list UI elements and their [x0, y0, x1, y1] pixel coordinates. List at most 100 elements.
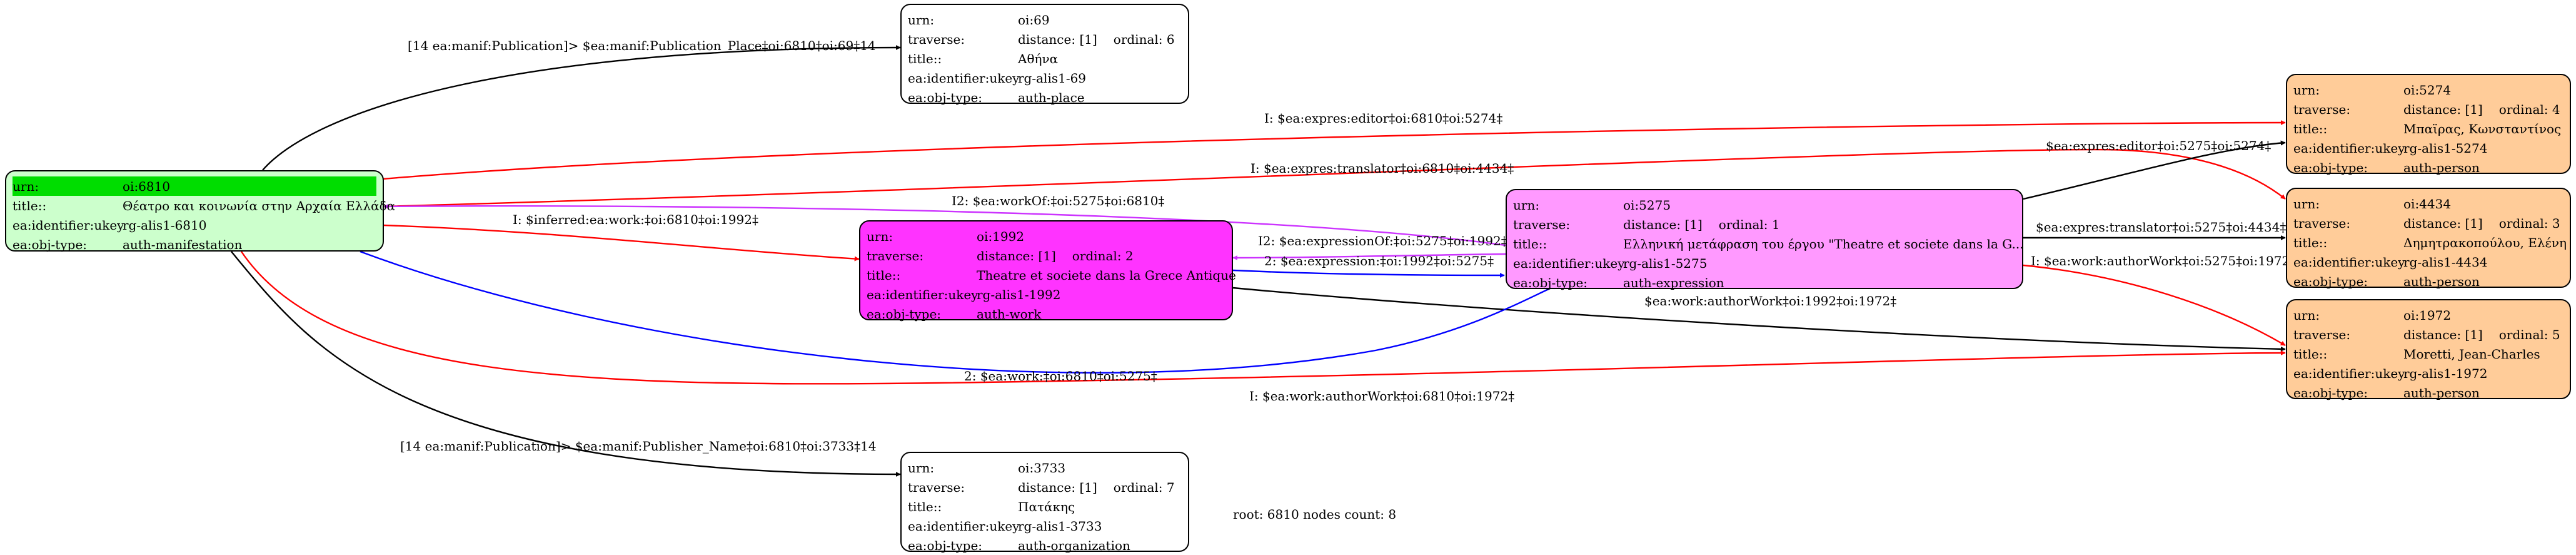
node-person-1972[interactable]: urn:oi:1972 traverse:distance: [1]ordina… — [2286, 299, 2571, 400]
node-place-69[interactable]: urn: oi:69 traverse: distance: [1] ordinal:… — [900, 4, 1189, 105]
node-ukey-value: rg-alis1-6810 — [123, 217, 207, 233]
node-ukey-key: ea:identifier:ukey — [867, 287, 979, 302]
node-ukey-key: ea:identifier:ukey — [2293, 140, 2405, 156]
node-type-row: ea:obj-type: auth-manifestation — [13, 235, 376, 254]
edge-editor-6810 — [382, 120, 2286, 180]
edge-label-author-1992: $ea:work:authorWork‡oi:1992‡oi:1972‡ — [1644, 293, 1897, 308]
node-ukey-key: ea:identifier:ukey — [2293, 365, 2405, 381]
edge-author-6810 — [241, 251, 2286, 385]
edge-work-6810 — [360, 250, 1557, 374]
node-traverse-key: traverse: — [1513, 216, 1571, 232]
node-type-key: ea:obj-type: — [1513, 275, 1588, 290]
node-title-value: Theatre et societe dans la Grece Antique — [977, 267, 1236, 283]
edge-label-editor-5275: $ea:expres:editor‡oi:5275‡oi:5274‡ — [2046, 138, 2272, 153]
node-ukey-row: ea:identifier:ukey rg-alis1-6810 — [13, 215, 376, 235]
edge-label-translator-6810: I: $ea:expres:translator‡oi:6810‡oi:4434… — [1250, 161, 1514, 176]
node-ordinal-value: ordinal: 7 — [1113, 479, 1175, 495]
node-title-value: Δημητρακοπούλου, Ελένη — [2403, 235, 2567, 250]
node-distance-value: distance: [1] — [2403, 327, 2483, 342]
node-urn-value: oi:69 — [1018, 12, 1050, 28]
edge-label-inferred-work: I: $inferred:ea:work:‡oi:6810‡oi:1992‡ — [513, 212, 758, 227]
node-ordinal-value: ordinal: 6 — [1113, 31, 1175, 47]
node-type-value: auth-expression — [1623, 275, 1724, 290]
node-urn-key: urn: — [1513, 197, 1540, 213]
node-type-value: auth-person — [2403, 160, 2480, 175]
node-traverse-key: traverse: — [867, 248, 924, 263]
node-title-key: title:: — [1513, 236, 1547, 252]
edge-label-publisher: [14 ea:manif:Publication]> $ea:manif:Pub… — [400, 439, 877, 454]
node-urn-key: urn: — [2293, 196, 2320, 211]
node-ukey-key: ea:identifier:ukey — [2293, 254, 2405, 270]
edge-editor-5275 — [2023, 140, 2286, 200]
edge-label-expression: 2: $ea:expression:‡oi:1992‡oi:5275‡ — [1264, 253, 1494, 268]
node-urn-key: urn: — [2293, 82, 2320, 98]
node-title-row: title:: Θέατρο και κοινωνία στην Αρχαία … — [13, 196, 395, 215]
node-distance-value: distance: [1] — [1018, 31, 1097, 47]
edge-inferred-work — [382, 224, 860, 262]
edge-label-workof: I2: $ea:workOf:‡oi:5275‡oi:6810‡ — [952, 193, 1165, 208]
node-type-value: auth-person — [2403, 273, 2480, 289]
edge-publisher — [231, 251, 901, 477]
node-traverse-key: traverse: — [2293, 327, 2351, 342]
node-urn-value: oi:6810 — [123, 178, 171, 194]
node-title-key: title:: — [2293, 346, 2328, 362]
node-urn-key: urn: — [908, 12, 935, 28]
node-urn-value: oi:1972 — [2403, 307, 2452, 323]
node-urn-value: oi:1992 — [977, 228, 1025, 244]
node-organization-3733[interactable]: urn:oi:3733 traverse:distance: [1]ordina… — [900, 452, 1189, 553]
node-urn-row: urn: oi:6810 — [13, 176, 376, 196]
edge-label-author-6810: I: $ea:work:authorWork‡oi:6810‡oi:1972‡ — [1249, 389, 1515, 404]
node-title-key: title:: — [867, 267, 901, 283]
node-work-1992[interactable]: urn:oi:1992 traverse:distance: [1]ordina… — [859, 220, 1236, 322]
node-manifestation-6810[interactable]: urn: oi:6810 title:: Θέατρο και κοινωνία… — [5, 170, 395, 254]
node-type-key: ea:obj-type: — [908, 89, 983, 105]
edge-label-expressionof: I2: $ea:expressionOf:‡oi:5275‡oi:1992‡ — [1258, 233, 1507, 248]
node-ukey-key: ea:identifier:ukey — [1513, 255, 1625, 271]
edge-workof — [383, 203, 1506, 247]
graph-canvas: [14 ea:manif:Publication]> $ea:manif:Pub… — [5, 4, 2571, 553]
node-type-value: auth-organization — [1018, 537, 1130, 553]
edge-label-translator-5275: $ea:expres:translator‡oi:5275‡oi:4434‡ — [2036, 220, 2287, 235]
node-urn-key: urn: — [13, 178, 39, 194]
node-type-key: ea:obj-type: — [2293, 273, 2368, 289]
graph-footer: root: 6810 nodes count: 8 — [1233, 507, 1397, 522]
node-title-key: title:: — [2293, 121, 2328, 136]
edge-translator-6810 — [382, 148, 2286, 208]
node-ordinal-value: ordinal: 2 — [1072, 248, 1134, 263]
node-ukey-value: rg-alis1-69 — [1018, 70, 1087, 86]
node-ordinal-value: ordinal: 3 — [2498, 215, 2560, 231]
edges-layer — [231, 45, 2286, 477]
node-ukey-value: rg-alis1-4434 — [2403, 254, 2488, 270]
node-ukey-value: rg-alis1-3733 — [1018, 518, 1102, 534]
edge-expressionof — [1232, 253, 1506, 260]
edge-label-publication-place: [14 ea:manif:Publication]> $ea:manif:Pub… — [408, 38, 876, 53]
node-urn-key: urn: — [867, 228, 893, 244]
node-distance-value: distance: [1] — [2403, 215, 2483, 231]
edge-label-author-5275: I: $ea:work:authorWork‡oi:5275‡oi:1972‡ — [2031, 253, 2297, 268]
node-type-value: auth-work — [977, 306, 1042, 322]
node-ukey-value: rg-alis1-1992 — [977, 287, 1061, 302]
node-ukey-key: ea:identifier:ukey — [908, 518, 1020, 534]
node-type-key: ea:obj-type: — [2293, 160, 2368, 175]
node-distance-value: distance: [1] — [1623, 216, 1703, 232]
node-type-key: ea:obj-type: — [2293, 385, 2368, 400]
edge-author-1992 — [1232, 287, 2286, 352]
edge-expression — [1232, 269, 1505, 278]
node-type-key: ea:obj-type: — [867, 306, 942, 322]
node-title-key: title:: — [2293, 235, 2328, 250]
node-title-value: Θέατρο και κοινωνία στην Αρχαία Ελλάδα — [123, 198, 396, 213]
edge-label-work-6810: 2: $ea:work:‡oi:6810‡oi:5275‡ — [964, 369, 1157, 384]
node-person-5274[interactable]: urn:oi:5274 traverse:distance: [1]ordina… — [2286, 74, 2571, 175]
node-expression-5275[interactable]: urn:oi:5275 traverse:distance: [1]ordina… — [1506, 189, 2024, 290]
node-person-4434[interactable]: urn:oi:4434 traverse:distance: [1]ordina… — [2286, 188, 2571, 289]
node-ordinal-value: ordinal: 5 — [2498, 327, 2560, 342]
node-ukey-value: rg-alis1-5274 — [2403, 140, 2488, 156]
node-urn-value: oi:5274 — [2403, 82, 2452, 98]
node-ukey-value: rg-alis1-5275 — [1623, 255, 1708, 271]
node-title-key: title:: — [908, 51, 942, 66]
node-title-value: Ελληνική μετάφραση του έργου "Theatre et… — [1623, 236, 2024, 252]
node-urn-key: urn: — [908, 460, 935, 476]
node-traverse-key: traverse: — [2293, 101, 2351, 117]
node-urn-value: oi:5275 — [1623, 197, 1671, 213]
node-traverse-key: traverse: — [908, 31, 965, 47]
